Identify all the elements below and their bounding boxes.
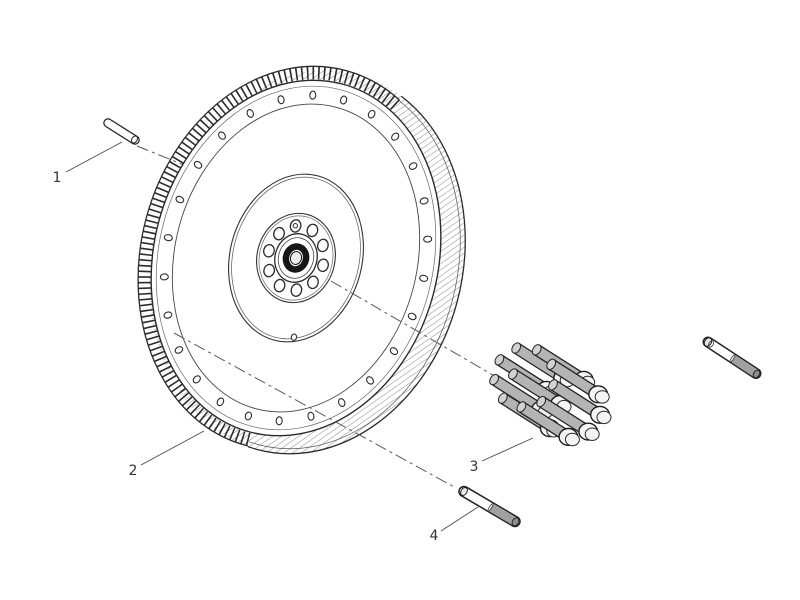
hub-pin-hole: [292, 223, 299, 229]
hub-bolt-hole-ring: [263, 219, 329, 297]
callout-label-2: 2: [129, 463, 138, 479]
stud-thread-start-line: [487, 503, 494, 512]
rim-hole: [309, 90, 317, 100]
rim-hole: [163, 234, 173, 242]
callout-label-1: 1: [53, 170, 62, 186]
hub-bolt-hole: [263, 263, 276, 278]
leader-line-3: [481, 437, 534, 462]
rim-hole: [218, 131, 226, 140]
rim-hole: [175, 195, 185, 204]
bolt-shaft: [548, 360, 598, 397]
hub-bolt-hole: [306, 223, 319, 238]
hub-bolt-hole: [263, 243, 275, 258]
bolt-head-face: [596, 410, 612, 425]
rim-hole: [366, 376, 375, 385]
callout-label-3: 3: [470, 459, 479, 475]
centerline-rim-to-stud: [173, 332, 457, 489]
rim-hole: [163, 311, 173, 319]
stud-thread-end: [752, 369, 761, 379]
rim-hole: [244, 411, 253, 421]
rim-hole: [389, 347, 399, 356]
rim-hole: [275, 416, 283, 426]
rim-hole: [246, 109, 254, 118]
rim-hole: [367, 109, 376, 119]
bolt-tip: [516, 401, 527, 413]
rim-hole: [419, 274, 429, 282]
rim-hole: [423, 235, 433, 243]
bolt-tip: [531, 344, 542, 356]
bolt-shaft: [510, 370, 560, 406]
clutch-face-circle-inner: [231, 176, 361, 340]
bolt-tip: [497, 392, 508, 404]
rim-hole: [407, 312, 417, 321]
bolt-head-face: [564, 432, 580, 447]
rim-hole: [277, 95, 285, 105]
leader-line-4: [440, 506, 479, 532]
bolt-shaft: [538, 397, 588, 434]
gear-tips-outline: [137, 65, 428, 451]
rim-face-line: [155, 85, 437, 431]
leader-line-2: [140, 430, 205, 466]
part-4-stud: [458, 485, 521, 528]
hub-bolt-hole: [316, 238, 329, 253]
stud-head-end: [460, 487, 468, 496]
part-3-bolt-set: [489, 342, 612, 447]
rim-hole-ring: [159, 90, 433, 426]
leader-lines: [65, 141, 534, 532]
hub-bolt-hole: [307, 275, 319, 290]
rim-hole: [391, 132, 400, 141]
bolt-tip: [536, 395, 547, 408]
pin-end-face: [131, 135, 138, 144]
rim-hole: [193, 160, 203, 169]
hub-outer-line: [258, 215, 334, 301]
hub-bolt-hole: [317, 258, 329, 273]
pin-body: [104, 119, 139, 144]
rim-hole: [419, 197, 429, 205]
bolt-tip: [494, 354, 505, 366]
stud-head-line: [707, 340, 715, 348]
leader-line-1: [65, 141, 123, 173]
bolt-shaft: [491, 375, 541, 412]
part-stud-right: [702, 336, 762, 379]
face-small-hole: [290, 333, 298, 341]
hub-bolt-hole: [273, 278, 286, 293]
rim-inner-edge: [171, 103, 421, 413]
callout-label-4: 4: [430, 528, 439, 544]
ring-gear-teeth: [138, 66, 428, 450]
rim-hole: [408, 162, 418, 170]
stud-thread: [730, 355, 758, 377]
rim-hole: [192, 375, 201, 384]
rim-hole: [307, 411, 315, 421]
bolt-head-face: [584, 427, 600, 441]
center-bore-ring: [282, 243, 310, 273]
stud-thread: [488, 503, 517, 525]
part-1-dowel-pin: [103, 118, 140, 145]
centerline-hub-to-bolts: [330, 280, 499, 379]
rim-hole: [174, 346, 184, 354]
rim-hole: [338, 398, 346, 407]
hub-boss-line: [277, 237, 315, 279]
rim-hole: [339, 95, 348, 105]
bolt-tip: [511, 342, 522, 354]
bolt-shaft: [518, 402, 568, 439]
bolt-tip: [508, 368, 518, 380]
bolt-head-face: [594, 390, 610, 404]
stud-head-end: [703, 337, 713, 347]
bolt-shaft: [550, 380, 600, 417]
bolt-tip: [546, 358, 557, 370]
hub-bolt-hole: [273, 226, 285, 241]
rim-hole: [216, 397, 225, 407]
bolt-tip: [489, 373, 499, 386]
part-2-flywheel: [137, 65, 466, 455]
stud-thread-end: [511, 517, 520, 527]
stud-thread-start-line: [729, 354, 736, 363]
hub-bolt-hole: [290, 283, 303, 297]
center-bore-hole: [289, 251, 303, 265]
bolt-tip: [548, 379, 558, 391]
rim-hole: [159, 273, 169, 281]
